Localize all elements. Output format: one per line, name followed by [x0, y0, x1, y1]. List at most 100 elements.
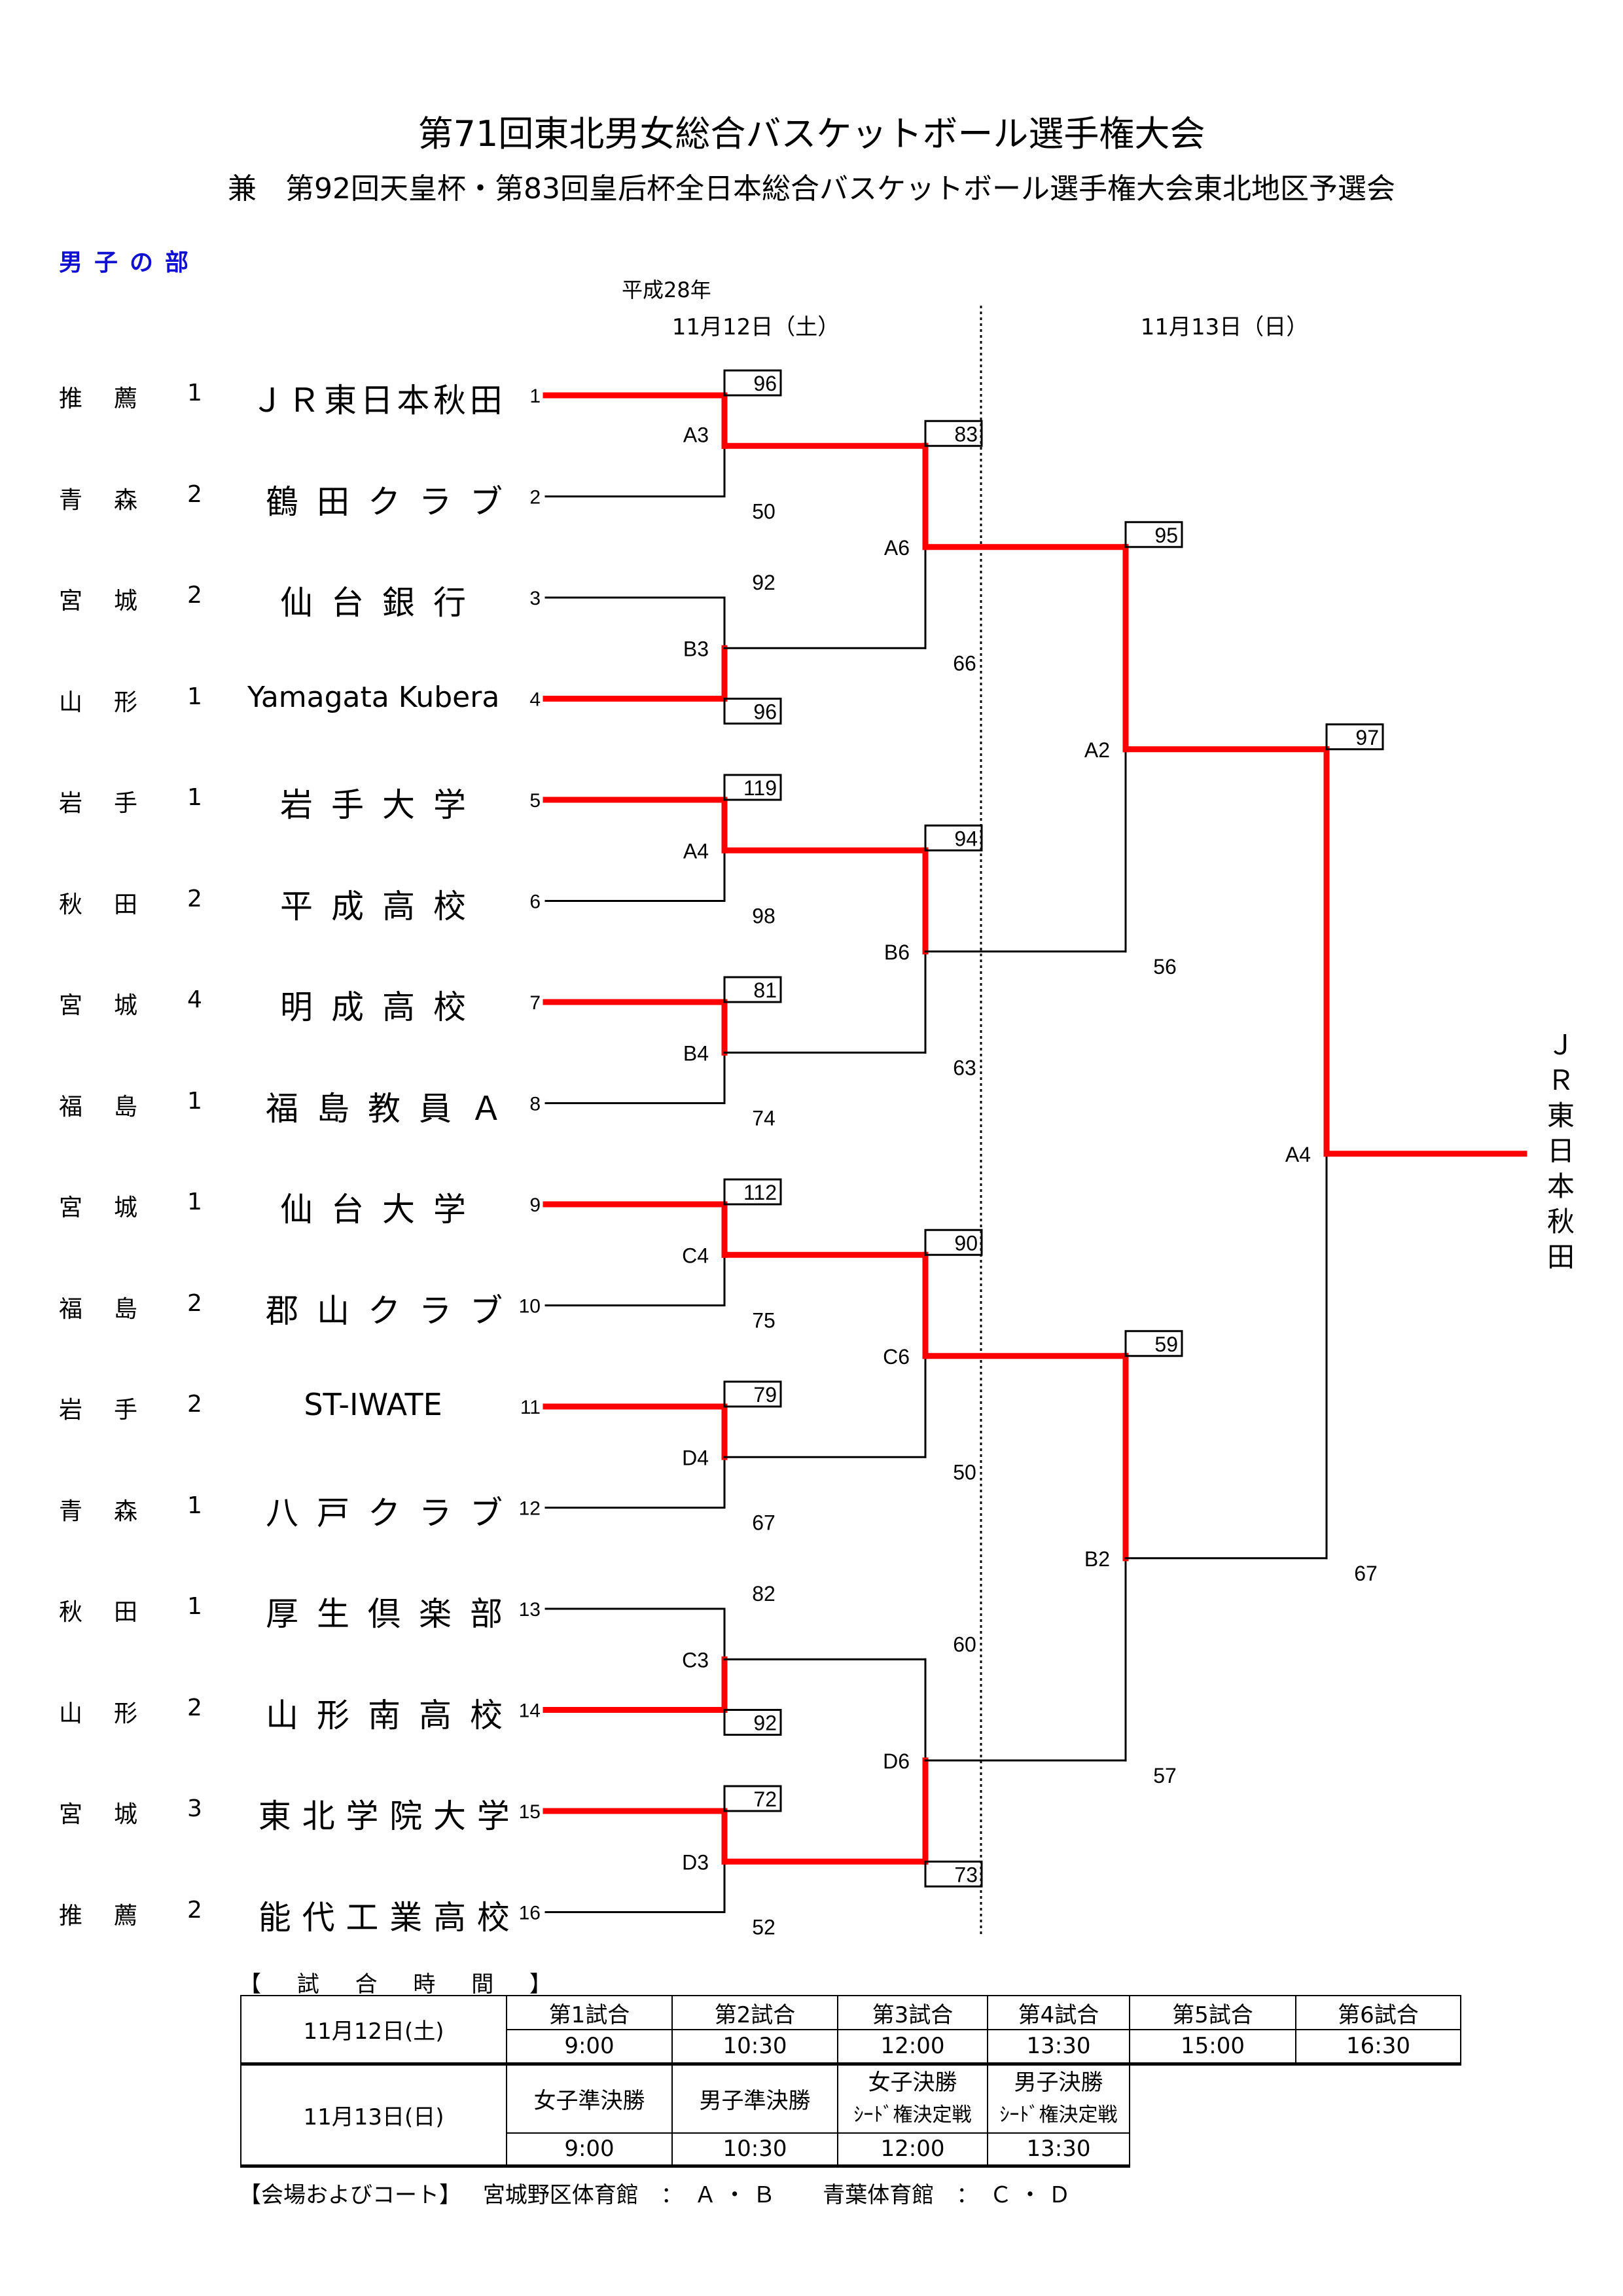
- match-label: B3: [683, 637, 709, 660]
- loser-score: 63: [953, 1056, 976, 1079]
- game-name: 第5試合: [1129, 1995, 1296, 2030]
- match-label: A4: [1285, 1143, 1311, 1166]
- winner-score-box: [1124, 521, 1183, 548]
- team-prefecture: 福島: [59, 1295, 137, 1323]
- loser-score: 56: [1153, 955, 1177, 978]
- team-name: 山形南高校: [266, 1696, 521, 1734]
- match-label: B4: [683, 1041, 709, 1065]
- venue-label: 【会場およびコート】: [239, 2182, 461, 2208]
- game-name-cell: 男子決勝ｼｰﾄﾞ権決定戦: [987, 2063, 1130, 2134]
- team-row: 推薦 1 ＪＲ東日本秋田: [0, 374, 589, 420]
- loser-score: 66: [953, 651, 976, 675]
- loser-score: 67: [1354, 1562, 1378, 1585]
- winner-score: 119: [743, 776, 777, 800]
- team-seed: 3: [187, 1795, 202, 1822]
- team-seed: 1: [187, 683, 202, 710]
- venue-2: 青葉体育館 ： Ｃ ・ Ｄ: [823, 2182, 1071, 2208]
- game-time: 15:00: [1129, 2029, 1296, 2064]
- match-label: A6: [884, 536, 910, 560]
- winner-score-box: [723, 1380, 782, 1408]
- game-name: 男子決勝: [1014, 2069, 1103, 2096]
- winner-score: 95: [1154, 524, 1178, 547]
- loser-score: 74: [752, 1107, 776, 1130]
- team-prefecture: 推薦: [59, 386, 137, 412]
- team-prefecture: 青森: [59, 1498, 137, 1525]
- team-prefecture: 岩手: [59, 790, 137, 817]
- winner-score-box: [723, 976, 782, 1003]
- match-label: C6: [883, 1345, 910, 1369]
- champion-char: 田: [1546, 1241, 1575, 1273]
- winner-score: 59: [1154, 1333, 1178, 1356]
- winner-score: 83: [954, 422, 978, 446]
- slot-number: 11: [520, 1397, 541, 1418]
- match-label: C4: [682, 1244, 709, 1267]
- game-time: 10:30: [671, 2132, 838, 2168]
- winner-score: 96: [753, 700, 777, 724]
- team-seed: 4: [187, 986, 202, 1013]
- team-prefecture: 山形: [59, 689, 137, 716]
- team-seed: 2: [187, 480, 202, 508]
- team-seed: 2: [187, 1391, 202, 1418]
- winner-score: 72: [753, 1787, 777, 1811]
- match-label: C3: [682, 1648, 709, 1672]
- schedule-date-day2: 11月13日(日): [240, 2063, 507, 2168]
- team-prefecture: 青森: [59, 486, 137, 514]
- team-row: 福島 2 郡山クラブ: [0, 1285, 589, 1330]
- match-label: A2: [1084, 738, 1110, 762]
- slot-number: 12: [519, 1498, 541, 1520]
- team-prefecture: 岩手: [59, 1397, 137, 1424]
- team-row: 山形 1 Yamagata Kubera: [0, 678, 589, 717]
- schedule-date-day1: 11月12日(土): [240, 1995, 507, 2064]
- winner-score-box: [1124, 1330, 1183, 1357]
- game-time: 13:30: [987, 2132, 1130, 2168]
- loser-score: 98: [752, 905, 776, 928]
- team-seed: 2: [187, 1896, 202, 1924]
- slot-number: 4: [529, 689, 541, 711]
- schedule-heading: 【 試 合 時 間 】: [239, 1971, 567, 1998]
- winner-score-box: [723, 774, 782, 801]
- slot-number: 15: [519, 1801, 541, 1823]
- team-seed: 1: [187, 380, 202, 406]
- team-prefecture: 山形: [59, 1700, 137, 1727]
- team-name: 福島教員Ａ: [266, 1089, 521, 1128]
- champion-char: 秋: [1546, 1206, 1575, 1238]
- team-name: ＪＲ東日本秋田: [251, 382, 507, 420]
- slot-number: 8: [529, 1094, 541, 1115]
- team-prefecture: 福島: [59, 1093, 137, 1121]
- winner-score: 97: [1355, 726, 1379, 749]
- venue-1: 宮城野区体育館 ： Ａ ・ Ｂ: [482, 2182, 776, 2208]
- game-time: 9:00: [506, 2029, 673, 2064]
- winner-score: 73: [954, 1863, 978, 1886]
- loser-score: 82: [752, 1582, 776, 1605]
- team-seed: 1: [187, 1189, 202, 1215]
- team-seed: 2: [187, 1289, 202, 1317]
- team-name: 厚生倶楽部: [266, 1595, 521, 1633]
- champion-char: Ｊ: [1546, 1029, 1575, 1061]
- winner-score: 90: [954, 1231, 978, 1255]
- match-label: D4: [682, 1446, 709, 1469]
- game-time: 12:00: [837, 2132, 988, 2168]
- team-name: 仙台銀行: [280, 584, 484, 622]
- era-label: 平成28年: [622, 278, 711, 302]
- game-time: 12:00: [837, 2029, 988, 2064]
- team-name: 東北学院大学: [258, 1797, 521, 1835]
- team-name: Yamagata Kubera: [247, 680, 500, 714]
- team-name: 仙台大学: [280, 1191, 484, 1229]
- winner-score-box: [924, 824, 983, 852]
- team-name: 八戸クラブ: [266, 1494, 521, 1532]
- team-prefecture: 推薦: [59, 1902, 137, 1929]
- team-name: 郡山クラブ: [266, 1291, 521, 1330]
- loser-score: 57: [1153, 1764, 1177, 1787]
